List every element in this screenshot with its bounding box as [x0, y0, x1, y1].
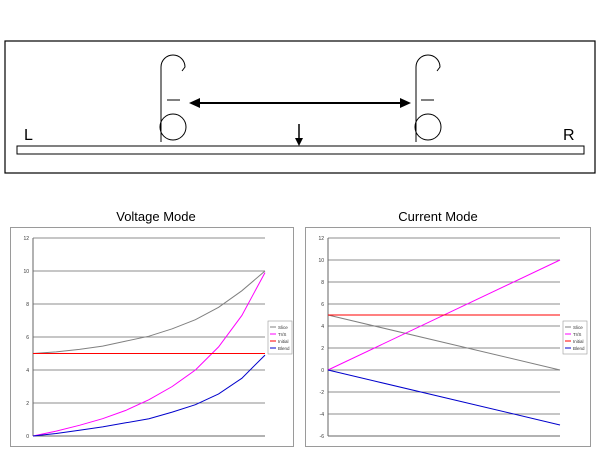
chart-title-voltage: Voltage Mode	[116, 209, 196, 224]
y-tick-label: -4	[320, 412, 325, 418]
y-tick-label: 10	[23, 269, 29, 275]
y-tick-label: 0	[26, 434, 29, 440]
y-tick-label: 12	[23, 236, 29, 242]
legend-label: Blend	[573, 346, 585, 351]
double-arrow-icon	[189, 98, 411, 108]
series-line-blend	[327, 369, 561, 426]
legend-label: Slice	[278, 325, 288, 330]
chart-title-current: Current Mode	[398, 209, 478, 224]
series-line-slice	[327, 314, 561, 371]
y-tick-label: -2	[320, 390, 325, 396]
y-tick-label: 8	[26, 302, 29, 308]
rail	[16, 145, 585, 155]
y-tick-label: 4	[321, 324, 324, 330]
rail-diagram: L R	[4, 40, 596, 174]
legend-label: Initial	[573, 339, 584, 344]
series-line-blend	[32, 354, 266, 437]
legend-label: Slice	[573, 325, 583, 330]
legend-label: Blend	[278, 346, 290, 351]
legend-label: Tr/S	[278, 332, 286, 337]
y-tick-label: 2	[321, 346, 324, 352]
y-tick-label: 0	[321, 368, 324, 374]
diagram-frame	[4, 40, 596, 174]
right-end-label: R	[563, 127, 575, 144]
y-tick-label: 8	[321, 280, 324, 286]
legend-label: Initial	[278, 339, 289, 344]
legend-label: Tr/S	[573, 332, 581, 337]
right-carriage-icon	[414, 54, 442, 142]
series-line-tr-s	[32, 272, 266, 437]
left-end-label: L	[24, 127, 33, 144]
y-tick-label: 2	[26, 401, 29, 407]
y-tick-label: 6	[26, 335, 29, 341]
down-arrow-icon	[295, 124, 303, 146]
y-tick-label: 6	[321, 302, 324, 308]
y-tick-label: -6	[320, 434, 325, 440]
y-tick-label: 12	[318, 236, 324, 242]
y-tick-label: 4	[26, 368, 29, 374]
left-carriage-icon	[159, 54, 187, 142]
y-tick-label: 10	[318, 258, 324, 264]
series-line-slice	[32, 270, 266, 354]
